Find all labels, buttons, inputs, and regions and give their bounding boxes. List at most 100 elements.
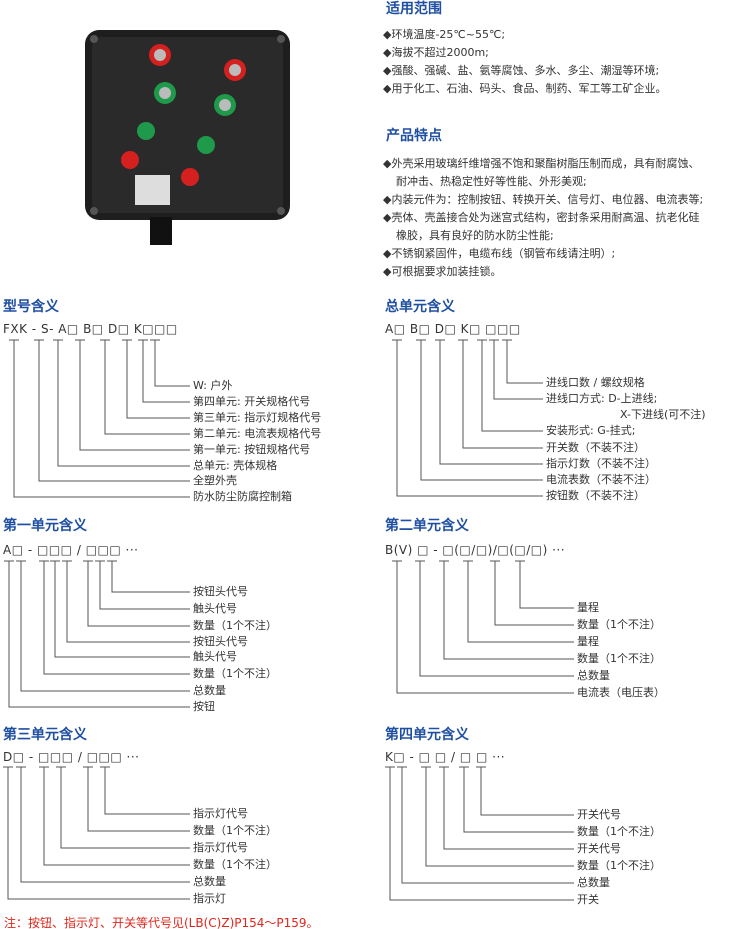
model-label: 总单元: 壳体规格	[193, 459, 278, 472]
model-label: 第四单元: 开关规格代号	[193, 395, 311, 408]
leader-line	[43, 767, 190, 866]
feature-item: 耐冲击、热稳定性好等性能、外形美观;	[396, 175, 587, 188]
unit3-label: 指示灯	[193, 892, 226, 905]
leader-line	[66, 561, 190, 643]
unit2-label: 电流表（电压表）	[577, 686, 665, 699]
unit2-label: 数量（1个不注）	[577, 618, 661, 631]
unit4-label: 数量（1个不注）	[577, 825, 661, 838]
unit4-label: 开关代号	[577, 808, 621, 821]
total-unit-label: 电流表数（不装不注）	[546, 473, 656, 486]
leader-line	[57, 340, 190, 467]
feature-item: ◆可根据要求加装挂锁。	[383, 265, 502, 278]
leader-line	[420, 340, 543, 481]
unit2-title: 第二单元含义	[385, 518, 469, 534]
unit1-title: 第一单元含义	[3, 518, 87, 534]
leader-line	[142, 340, 190, 403]
unit4-title: 第四单元含义	[385, 727, 469, 743]
leader-line	[20, 767, 190, 883]
total-unit-label: 安装形式: G-挂式;	[546, 424, 636, 437]
scope-item: ◆用于化工、石油、码头、食品、制药、军工等工矿企业。	[383, 82, 667, 95]
leader-line	[99, 561, 190, 610]
leader-line	[126, 340, 190, 419]
leader-line	[443, 767, 574, 850]
unit3-title: 第三单元含义	[3, 727, 87, 743]
unit4-label: 开关	[577, 893, 599, 906]
leader-line	[439, 340, 543, 465]
feature-item: ◆不锈钢紧固件，电缆布线（钢管布线请注明）;	[383, 247, 616, 260]
model-label: W: 户外	[193, 379, 233, 392]
unit1-label: 按钮	[193, 700, 215, 713]
unit4-code: K□ - □ □ / □ □ ···	[385, 750, 506, 764]
leader-line	[104, 767, 190, 815]
footnote: 注：按钮、指示灯、开关等代号见(LB(C)Z)P154～P159。	[4, 916, 319, 929]
total-unit-code: A□ B□ D□ K□ □□□	[385, 322, 521, 336]
total-unit-label: 进线口方式: D-上进线;	[546, 392, 658, 405]
leader-line	[463, 767, 574, 833]
leader-line	[443, 561, 574, 660]
scope-item: ◆环境温度-25℃~55℃;	[383, 28, 506, 41]
unit1-label: 总数量	[193, 684, 226, 697]
unit3-label: 数量（1个不注）	[193, 858, 277, 871]
scope-item: ◆强酸、强碱、盐、氨等腐蚀、多水、多尘、潮湿等环境;	[383, 64, 660, 77]
leader-line	[396, 561, 574, 694]
model-label: 全塑外壳	[193, 474, 237, 487]
feature-item: ◆壳体、壳盖接合处为迷宫式结构，密封条采用耐高温、抗老化硅	[383, 211, 700, 224]
unit3-label: 数量（1个不注）	[193, 824, 277, 837]
unit1-label: 按钮头代号	[193, 635, 248, 648]
total-unit-label: 进线口数 / 螺纹规格	[546, 376, 645, 389]
unit3-code: D□ - □□□ / □□□ ···	[3, 750, 140, 764]
feature-item: ◆内装元件为：控制按钮、转换开关、信号灯、电位器、电流表等;	[383, 193, 704, 206]
leader-line	[38, 340, 190, 482]
feature-item: ◆外壳采用玻璃纤维增强不饱和聚酯树脂压制而成，具有耐腐蚀、	[383, 157, 700, 170]
unit1-label: 数量（1个不注）	[193, 619, 277, 632]
leader-line	[494, 561, 574, 626]
unit4-label: 数量（1个不注）	[577, 859, 661, 872]
leader-line	[480, 767, 574, 816]
leader-line	[519, 561, 574, 609]
leader-line	[43, 561, 190, 675]
model-label: 第一单元: 按钮规格代号	[193, 443, 311, 456]
scope-item: ◆海拔不超过2000m;	[383, 46, 489, 59]
model-label: 第二单元: 电流表规格代号	[193, 427, 322, 440]
leader-line	[493, 340, 543, 400]
leader-line	[79, 340, 190, 451]
leader-line	[20, 561, 190, 692]
leader-line	[87, 767, 190, 832]
leader-line	[104, 340, 190, 435]
total-unit-title: 总单元含义	[385, 299, 455, 315]
leader-line	[60, 767, 190, 849]
leader-line	[425, 767, 574, 867]
unit4-label: 开关代号	[577, 842, 621, 855]
model-label: 防水防尘防腐控制箱	[193, 490, 292, 503]
unit2-label: 数量（1个不注）	[577, 652, 661, 665]
unit2-label: 量程	[577, 601, 599, 614]
total-unit-label: 指示灯数（不装不注）	[546, 457, 656, 470]
leader-line	[7, 767, 190, 900]
total-unit-label: 按钮数（不装不注）	[546, 489, 645, 502]
unit1-label: 按钮头代号	[193, 585, 248, 598]
unit3-label: 总数量	[193, 875, 226, 888]
unit1-label: 触头代号	[193, 650, 237, 663]
leader-line	[13, 340, 190, 498]
model-label: 第三单元: 指示灯规格代号	[193, 411, 322, 424]
leader-line	[481, 340, 543, 432]
leader-line	[111, 561, 190, 593]
leader-line	[462, 340, 543, 449]
leader-line	[54, 561, 190, 658]
unit2-code: B(V) □ - □(□/□)/□(□/□) ···	[385, 543, 566, 557]
leader-line	[396, 340, 543, 497]
control-box-product-image	[85, 30, 290, 245]
unit1-label: 数量（1个不注）	[193, 667, 277, 680]
total-unit-label: X-下进线(可不注)	[620, 408, 706, 421]
unit3-label: 指示灯代号	[193, 841, 248, 854]
leader-line	[389, 767, 574, 901]
feature-item: 橡胶，具有良好的防水防尘性能;	[396, 229, 554, 242]
model-code: FXK - S- A□ B□ D□ K□□□	[3, 322, 178, 336]
leader-line	[401, 767, 574, 884]
scope-title: 适用范围	[386, 1, 442, 17]
leader-line	[87, 561, 190, 627]
unit2-label: 总数量	[577, 669, 610, 682]
unit2-label: 量程	[577, 635, 599, 648]
unit4-label: 总数量	[577, 876, 610, 889]
